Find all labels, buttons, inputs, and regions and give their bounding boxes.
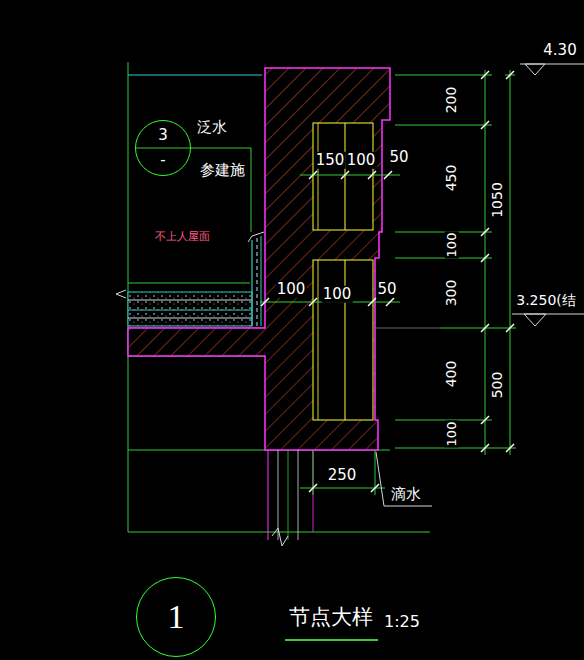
callout-circle: 3- <box>135 120 191 176</box>
scale-label: 1:25 <box>383 613 421 631</box>
note-label: 参建施 <box>199 162 246 179</box>
dimension-label: 400 <box>444 360 459 389</box>
callout-number: 1 <box>168 600 185 634</box>
dimension-label: 50 <box>388 149 409 166</box>
roof-label: 不上人屋面 <box>154 231 211 243</box>
dimension-label: 50 <box>376 281 397 298</box>
callout-circle: 1 <box>136 577 216 657</box>
dimension-label: 200 <box>444 86 459 115</box>
dimension-label: 100 <box>276 281 307 298</box>
drawing-title: 节点大样 <box>288 606 374 629</box>
callout-number: 3 <box>158 128 168 143</box>
dimension-label: 250 <box>327 467 358 484</box>
dimension-label: 100 <box>346 152 377 169</box>
dimension-label: 100 <box>322 286 353 303</box>
dimension-label: 100 <box>445 232 459 259</box>
dimension-label: 150 <box>315 152 346 169</box>
dimension-label: 450 <box>444 164 459 193</box>
dimension-label: 500 <box>490 371 505 400</box>
dimension-label: 300 <box>444 279 459 308</box>
elevation-label: 3.250(结 <box>515 293 577 308</box>
elevation-label: 4.30 <box>542 42 577 59</box>
callout-number: - <box>160 153 165 168</box>
dimension-label: 1050 <box>490 181 505 219</box>
note-label: 泛水 <box>196 119 228 136</box>
dimension-label: 100 <box>445 421 459 448</box>
callout-label: 滴水 <box>390 486 422 503</box>
